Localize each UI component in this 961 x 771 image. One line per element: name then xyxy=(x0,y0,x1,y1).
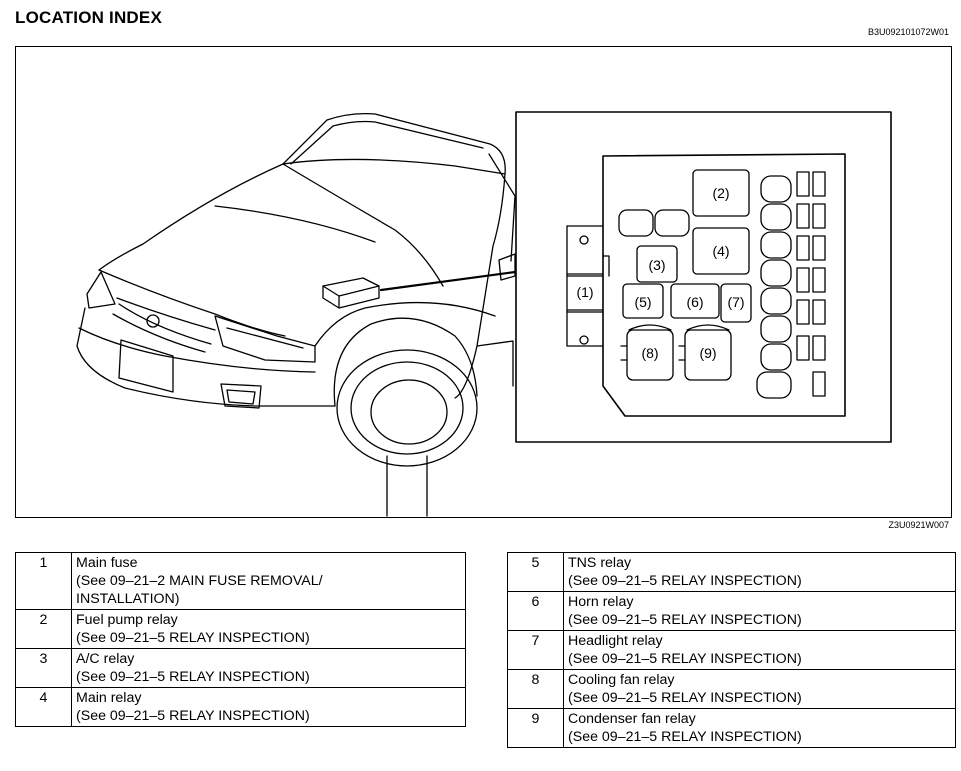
item-name: Headlight relay xyxy=(568,633,663,649)
item-reference: (See 09–21–5 RELAY INSPECTION) xyxy=(76,708,310,724)
callout-8: (8) xyxy=(641,345,658,361)
item-name: Cooling fan relay xyxy=(568,672,675,688)
callout-3: (3) xyxy=(648,257,665,273)
item-name: Fuel pump relay xyxy=(76,612,178,628)
item-description: A/C relay (See 09–21–5 RELAY INSPECTION) xyxy=(71,648,466,688)
item-description: TNS relay (See 09–21–5 RELAY INSPECTION) xyxy=(563,552,956,592)
callout-2: (2) xyxy=(712,185,729,201)
item-reference: INSTALLATION) xyxy=(76,591,180,607)
item-number: 9 xyxy=(507,708,564,748)
item-number: 3 xyxy=(15,648,72,688)
item-description: Main relay (See 09–21–5 RELAY INSPECTION) xyxy=(71,687,466,727)
callout-7: (7) xyxy=(727,294,744,310)
item-number: 1 xyxy=(15,552,72,610)
fuse-block-outline xyxy=(566,153,846,417)
item-reference: (See 09–21–5 RELAY INSPECTION) xyxy=(568,612,802,628)
page-title: LOCATION INDEX xyxy=(15,8,162,27)
item-reference: (See 09–21–5 RELAY INSPECTION) xyxy=(76,669,310,685)
callout-5: (5) xyxy=(634,294,651,310)
item-name: TNS relay xyxy=(568,555,632,571)
callout-4: (4) xyxy=(712,243,729,259)
callout-9: (9) xyxy=(699,345,716,361)
item-number: 2 xyxy=(15,609,72,649)
item-number: 6 xyxy=(507,591,564,631)
item-number: 4 xyxy=(15,687,72,727)
figure-frame xyxy=(15,46,952,518)
item-number: 7 xyxy=(507,630,564,670)
callout-1: (1) xyxy=(576,284,593,300)
item-description: Horn relay (See 09–21–5 RELAY INSPECTION) xyxy=(563,591,956,631)
inset-frame xyxy=(515,111,892,443)
location-diagram: (1) (2) (3) (4) (5) (6) (7) (8) (9) xyxy=(76,111,892,517)
item-name: Main relay xyxy=(76,690,142,706)
item-reference: (See 09–21–5 RELAY INSPECTION) xyxy=(568,573,802,589)
item-reference: (See 09–21–5 RELAY INSPECTION) xyxy=(76,630,310,646)
item-number: 5 xyxy=(507,552,564,592)
item-name: Horn relay xyxy=(568,594,634,610)
item-reference: (See 09–21–2 MAIN FUSE REMOVAL/ xyxy=(76,573,323,589)
item-name: A/C relay xyxy=(76,651,135,667)
item-description: Fuel pump relay (See 09–21–5 RELAY INSPEC… xyxy=(71,609,466,649)
item-number: 8 xyxy=(507,669,564,709)
document-id: B3U092101072W01 xyxy=(867,27,949,37)
item-reference: (See 09–21–5 RELAY INSPECTION) xyxy=(568,651,802,667)
item-description: Cooling fan relay (See 09–21–5 RELAY INSP… xyxy=(563,669,956,709)
item-reference: (See 09–21–5 RELAY INSPECTION) xyxy=(568,729,802,745)
callout-6: (6) xyxy=(686,294,703,310)
figure-id: Z3U0921W007 xyxy=(888,520,949,530)
item-reference: (See 09–21–5 RELAY INSPECTION) xyxy=(568,690,802,706)
item-description: Main fuse (See 09–21–2 MAIN FUSE REMOVAL/… xyxy=(71,552,466,610)
item-description: Headlight relay (See 09–21–5 RELAY INSPEC… xyxy=(563,630,956,670)
item-name: Main fuse xyxy=(76,555,138,571)
car-illustration xyxy=(76,112,517,517)
item-description: Condenser fan relay (See 09–21–5 RELAY IN… xyxy=(563,708,956,748)
item-name: Condenser fan relay xyxy=(568,711,696,727)
